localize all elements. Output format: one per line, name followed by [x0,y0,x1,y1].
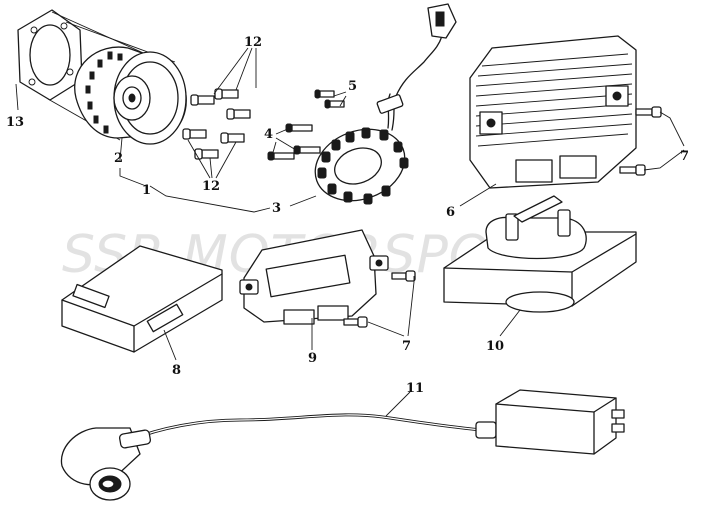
callout-11: 11 [406,381,424,396]
regulator-bolts [619,106,662,176]
callout-6: 6 [446,205,455,220]
regulator-rectifier [469,35,637,189]
stator [314,3,457,205]
stator-coils [317,127,409,205]
callout-7-module: 7 [402,339,411,354]
callout-8: 8 [172,363,181,378]
leader-lines [15,47,685,417]
cdi-unit [61,245,223,353]
callout-1: 1 [142,183,151,198]
callout-5: 5 [348,79,357,94]
control-module [239,229,389,325]
callouts: 13 2 1 3 12 12 4 5 6 7 8 9 7 10 11 [6,35,689,396]
callout-7-regulator: 7 [680,149,689,164]
flywheel-slots [85,51,123,134]
flywheel-bolts [182,88,251,160]
callout-12-bottom: 12 [202,179,220,194]
ignition-coil [60,389,625,501]
callout-12-top: 12 [244,35,262,50]
callout-3: 3 [272,201,281,216]
flywheel [74,46,187,145]
callout-9: 9 [308,351,317,366]
callout-13: 13 [6,115,24,130]
module-bolts [343,270,416,328]
callout-2: 2 [114,151,123,166]
stator-screws [267,89,345,161]
starter-relay [443,195,637,313]
callout-10: 10 [486,339,504,354]
callout-4: 4 [264,127,273,142]
spacer-plate [17,9,83,101]
